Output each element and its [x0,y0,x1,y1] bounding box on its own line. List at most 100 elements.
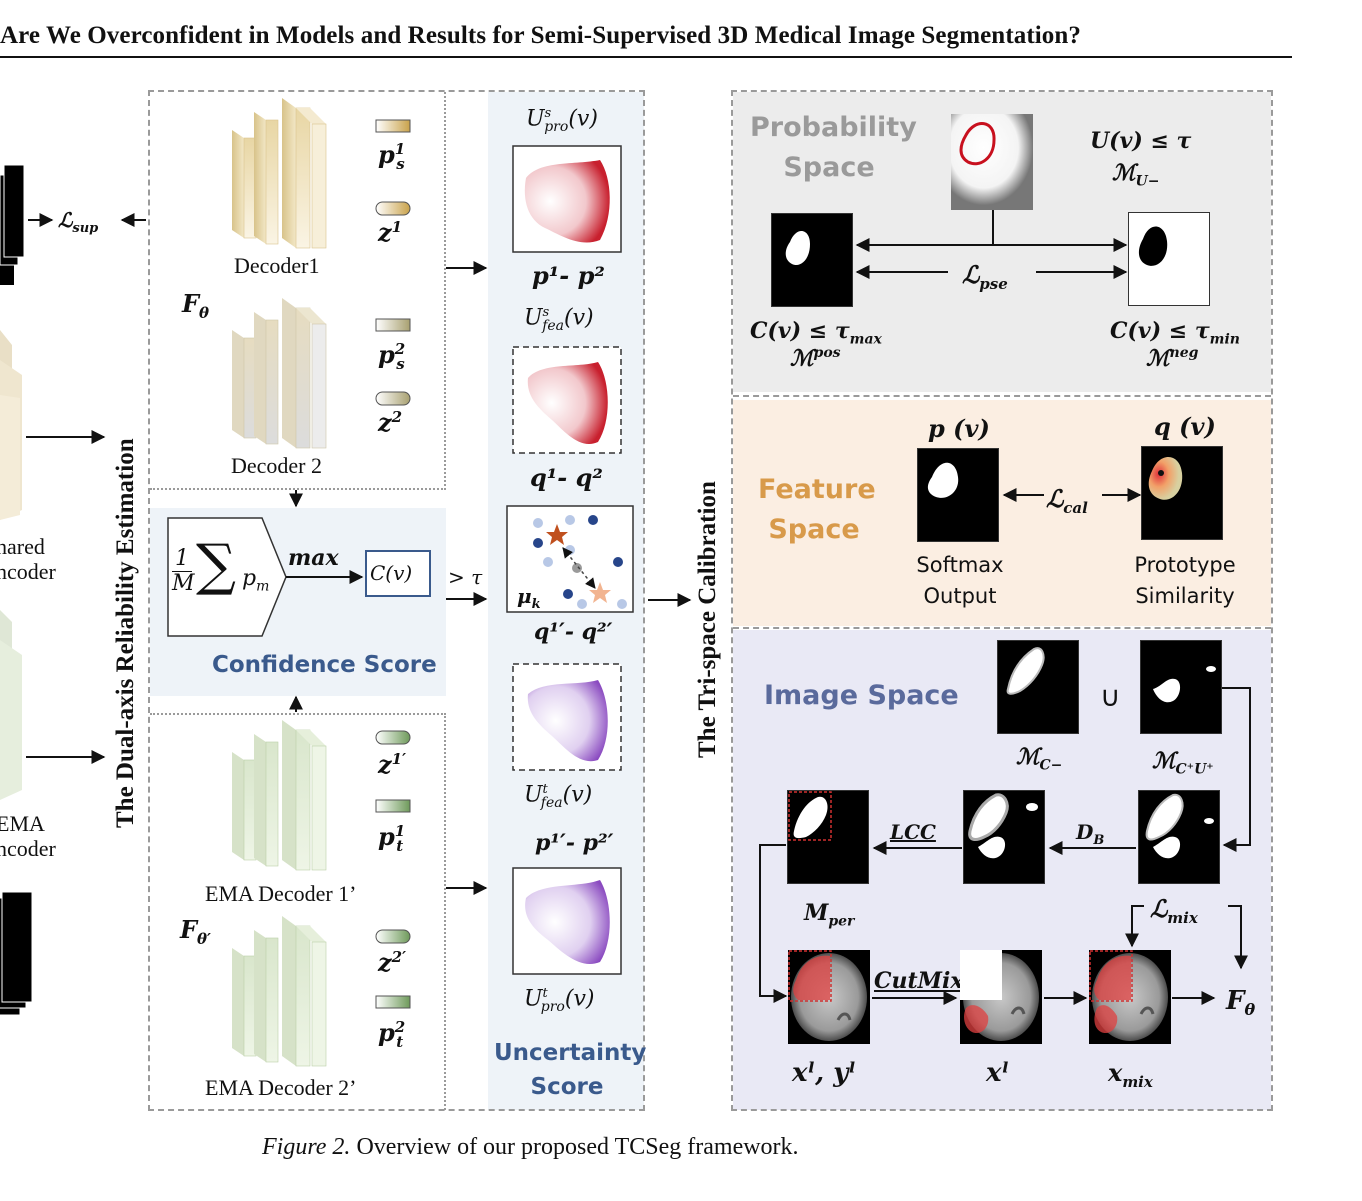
p-t1-token [375,799,411,813]
decoder1-shape [232,98,327,249]
calibration-vertical-title: The Tri-space Calibration [694,481,721,758]
arrow-mper-to-image [759,844,788,1003]
pm-term: pm [242,566,270,595]
p-s1-token [375,119,411,133]
cv-label: C(v) [370,561,413,585]
z2p-label: z2′ [378,948,407,977]
reliability-vertical-title: The Dual-axis Reliability Estimation [112,438,139,828]
u-pro-s-label: Uspro(v) [526,106,598,135]
m-pos-label: ℳpos [790,345,841,372]
confidence-pentagon [167,517,287,637]
ema-encoder-shape [0,610,22,800]
u-fea-t-blob [527,680,608,762]
ema-decoder1-shape [232,720,327,871]
u-fea-t-label: Utfea(v) [524,782,593,811]
p-t2-token [375,995,411,1009]
max-label: max [288,545,339,571]
c-le-tau-min-label: C(v) ≤ τmin [1110,318,1240,348]
header-rule [0,56,1292,58]
boundary-mask-image [963,790,1045,884]
m-c-minus-label: ℳC− [1016,744,1063,774]
decoder1-label: Decoder1 [234,253,320,278]
p1p-p2p-label: p¹′- p²′ [535,830,614,856]
db-label: DB [1076,820,1105,848]
f-theta-student: Fθ [182,289,210,322]
loss-mix-label: ℒmix [1150,894,1198,927]
u-pro-t-blob [525,880,610,964]
cal-divider-2 [733,627,1271,631]
cal-divider-1 [733,395,1271,399]
z2-label: z2 [378,408,403,437]
reliability-outer-frame [148,90,645,1111]
decoder2-shape [232,298,327,449]
input-image-stack-top [0,164,25,285]
sum-symbol: ∑ [196,533,236,598]
m-pos-mask [771,213,853,307]
union-symbol: ∪ [1100,680,1121,713]
arrow-lmix-down-right [1228,905,1248,970]
loss-pse-label: ℒpse [962,260,1008,293]
m-neg-mask [1128,212,1210,306]
confidence-fraction: 1 M [172,546,195,596]
image-space-title: Image Space [764,680,959,711]
p1-p2-label: p¹- p² [532,261,605,290]
q1-q2-label: q¹- q² [530,463,603,492]
m-cplus-uplus-label: ℳC⁺U⁺ [1152,748,1214,778]
z1-token [375,201,411,216]
prototype-points [533,515,627,609]
union-mask-image [1138,790,1220,884]
arrow-union-to-mask [1222,687,1251,852]
ema-decoder2-label: EMA Decoder 2’ [205,1075,357,1100]
confidence-score-title: Confidence Score [212,652,437,678]
u-fea-s-blob [527,362,608,444]
teacher-decoder-frame [150,713,446,1110]
xl-label: xˡ [986,1058,1010,1088]
m-c-minus-mask [997,640,1079,734]
calibration-outer-frame [731,90,1273,1111]
u-le-tau-label: U(v) ≤ τ [1090,128,1192,154]
c-le-tau-max-label: C(v) ≤ τmax [750,318,882,348]
f-theta-output: Fθ [1226,986,1256,1020]
q-v-label: q (v) [1154,412,1216,441]
ema-decoder2-shape [232,916,327,1067]
input-image-stack-bottom [0,891,33,1016]
f-theta-teacher: Fθ′ [180,915,212,948]
m-u-minus-label: ℳU− [1112,160,1160,190]
mixed-image-xmix [1089,950,1171,1044]
figure-caption: Figure 2. Overview of our proposed TCSeg… [262,1134,799,1160]
p-s2-label: p2s [378,340,406,373]
cv-box [365,550,431,597]
gt-tau-label: > τ [448,565,483,589]
student-decoder-frame [150,92,446,490]
m-per-mask-image [787,790,869,884]
decoder2-label: Decoder 2 [231,453,323,478]
softmax-output-image [917,448,999,542]
m-neg-label: ℳneg [1146,345,1199,372]
labeled-image-xl-yl [788,950,870,1044]
x-mix-label: xmix [1108,1058,1153,1091]
z1p-token [375,730,411,745]
m-cplus-uplus-mask [1140,640,1222,734]
q1p-q2p-label: q¹′- q²′ [534,619,613,645]
loss-cal-label: ℒcal [1046,484,1088,517]
lcc-label: LCC [890,820,936,844]
loss-sup: ℒsup [58,208,99,236]
prototype-similarity-image [1141,446,1223,540]
z2p-token [375,929,411,944]
xl-yl-label: xˡ, yˡ [792,1058,856,1088]
paper-header-title: Are We Overconfident in Models and Resul… [0,22,1082,49]
shared-encoder-shape [0,330,22,520]
p-t1-label: p1t [378,822,406,855]
z1p-label: z1′ [378,750,407,779]
p-t2-label: p2t [378,1018,406,1051]
p-s2-token [375,318,411,332]
m-per-label: Mper [804,900,855,930]
mu-k-label: μk [517,584,541,612]
